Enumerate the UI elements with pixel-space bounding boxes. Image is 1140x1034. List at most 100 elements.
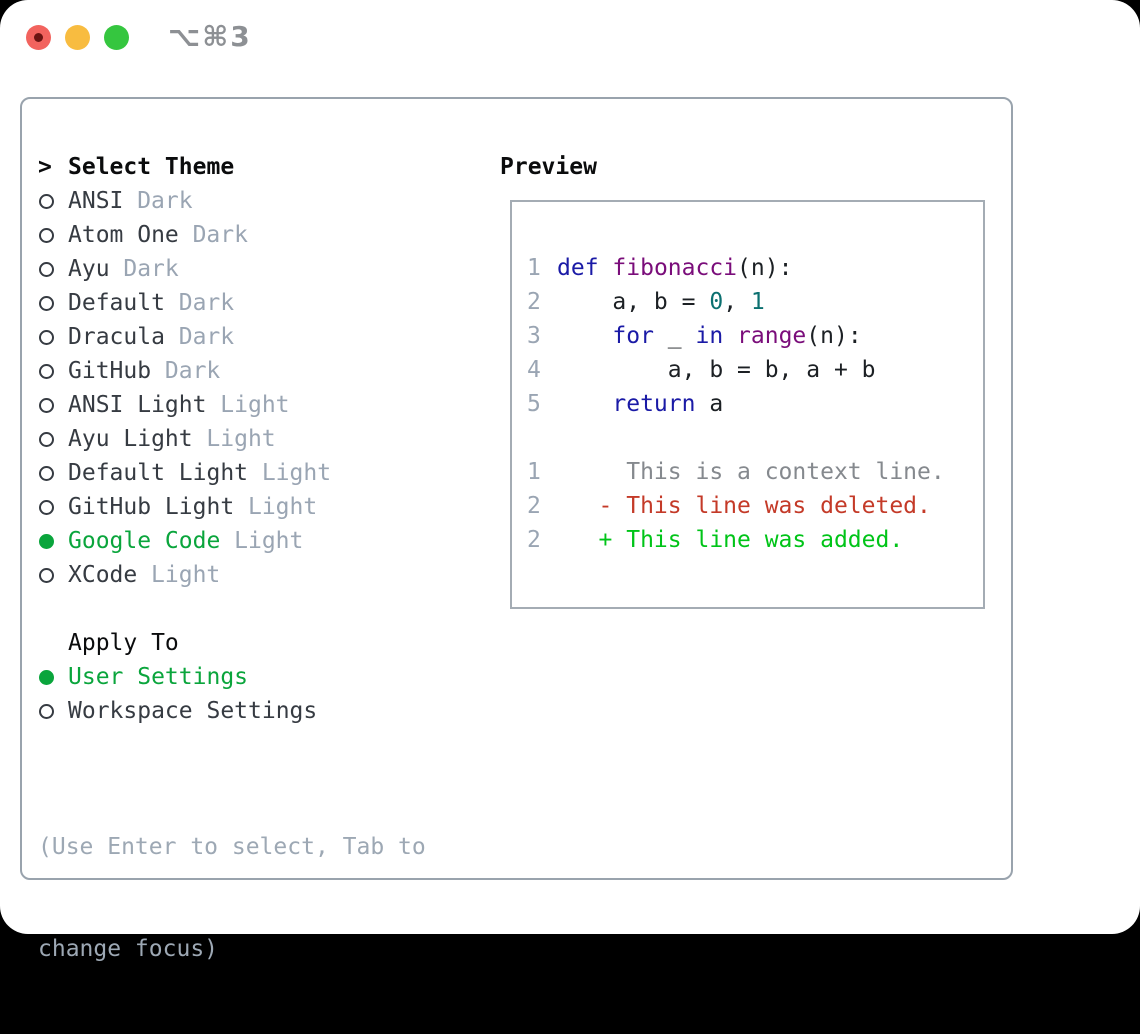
radio-icon (38, 499, 55, 516)
radio-icon (38, 363, 55, 380)
token-pl: , (723, 289, 751, 315)
code-line: 5 return a (512, 387, 983, 421)
diff-line: 2 + This line was added. (512, 523, 983, 557)
radio-icon (38, 567, 55, 584)
theme-name: Dracula (68, 324, 165, 350)
token-del: - This line was deleted. (557, 493, 931, 519)
theme-name: GitHub (68, 358, 152, 384)
theme-name: GitHub Light (68, 494, 235, 520)
theme-name: ANSI Light (68, 392, 207, 418)
minimize-button[interactable] (65, 24, 90, 50)
radio-icon (38, 465, 55, 482)
zoom-button[interactable] (104, 24, 129, 50)
preview-header: Preview (500, 150, 597, 184)
theme-name: Google Code (68, 528, 221, 554)
radio-circle (39, 567, 54, 583)
apply-option-workspace-settings[interactable]: Workspace Settings (38, 694, 478, 728)
line-number: 4 (527, 357, 541, 383)
theme-option-dracula[interactable]: Dracula Dark (38, 320, 478, 354)
token-pl: (n): (806, 323, 862, 349)
line-number: 3 (527, 323, 541, 349)
radio-circle (39, 193, 54, 209)
theme-name: Default Light (68, 460, 249, 486)
theme-option-default-light[interactable]: Default Light Light (38, 456, 478, 490)
select-theme-header: > Select Theme (38, 150, 478, 184)
line-number: 1 (527, 459, 541, 485)
line-number: 1 (527, 255, 541, 281)
blank-code-line (512, 421, 983, 455)
token-pl: a, b = (557, 289, 710, 315)
line-number: 2 (527, 493, 541, 519)
theme-name: XCode (68, 562, 138, 588)
token-pl (723, 323, 737, 349)
close-button[interactable] (26, 24, 51, 50)
code-text: for _ in range(n): (557, 323, 862, 349)
radio-circle (39, 669, 54, 685)
token-pl: (n): (737, 255, 793, 281)
line-number: 2 (527, 527, 541, 553)
line-number: 5 (527, 391, 541, 417)
radio-icon (38, 703, 55, 720)
code-line: 2 a, b = 0, 1 (512, 285, 983, 319)
apply-option-label: Workspace Settings (68, 698, 318, 724)
radio-icon (38, 193, 55, 210)
radio-circle (39, 533, 54, 549)
token-num: 1 (750, 289, 765, 315)
code-line: 4 a, b = b, a + b (512, 353, 983, 387)
theme-option-ansi-light[interactable]: ANSI Light Light (38, 388, 478, 422)
keyboard-hint: (Use Enter to select, Tab to change focu… (38, 762, 478, 1034)
selection-cursor-icon: > (38, 154, 52, 180)
token-pl: a (695, 391, 724, 417)
theme-variant-badge: Dark (178, 324, 235, 350)
token-pl (557, 391, 612, 417)
code-text: a, b = b, a + b (557, 357, 876, 383)
theme-name: Ayu (68, 256, 110, 282)
theme-variant-badge: Light (220, 392, 290, 418)
radio-selected-icon (38, 533, 55, 550)
theme-name: Ayu Light (68, 426, 193, 452)
code-text: + This line was added. (557, 527, 904, 553)
theme-variant-badge: Dark (178, 290, 235, 316)
radio-circle (39, 261, 54, 277)
radio-selected-icon (38, 669, 55, 686)
window-shortcut-label: ⌥⌘3 (168, 20, 252, 53)
radio-circle (39, 295, 54, 311)
diff-line: 1 This is a context line. (512, 455, 983, 489)
token-pl (599, 255, 613, 281)
apply-option-user-settings[interactable]: User Settings (38, 660, 478, 694)
token-num: 0 (709, 289, 724, 315)
theme-option-default[interactable]: Default Dark (38, 286, 478, 320)
token-pl (557, 323, 612, 349)
theme-variant-badge: Dark (123, 256, 179, 282)
radio-icon (38, 431, 55, 448)
token-kw: for (612, 323, 654, 349)
theme-name: Default (68, 290, 165, 316)
preview-column: Preview (500, 150, 597, 184)
apply-option-label: User Settings (68, 664, 249, 690)
diff-line: 2 - This line was deleted. (512, 489, 983, 523)
theme-name: ANSI (68, 188, 124, 214)
radio-circle (39, 363, 54, 379)
token-ctx: This is a context line. (557, 459, 945, 485)
theme-option-xcode[interactable]: XCode Light (38, 558, 478, 592)
token-fn: fibonacci (612, 255, 738, 281)
code-line: 3 for _ in range(n): (512, 319, 983, 353)
radio-icon (38, 397, 55, 414)
theme-option-ayu[interactable]: Ayu Dark (38, 252, 478, 286)
theme-variant-badge: Light (151, 562, 221, 588)
theme-variant-badge: Light (261, 460, 332, 486)
radio-circle (39, 227, 54, 243)
radio-circle (39, 431, 54, 447)
